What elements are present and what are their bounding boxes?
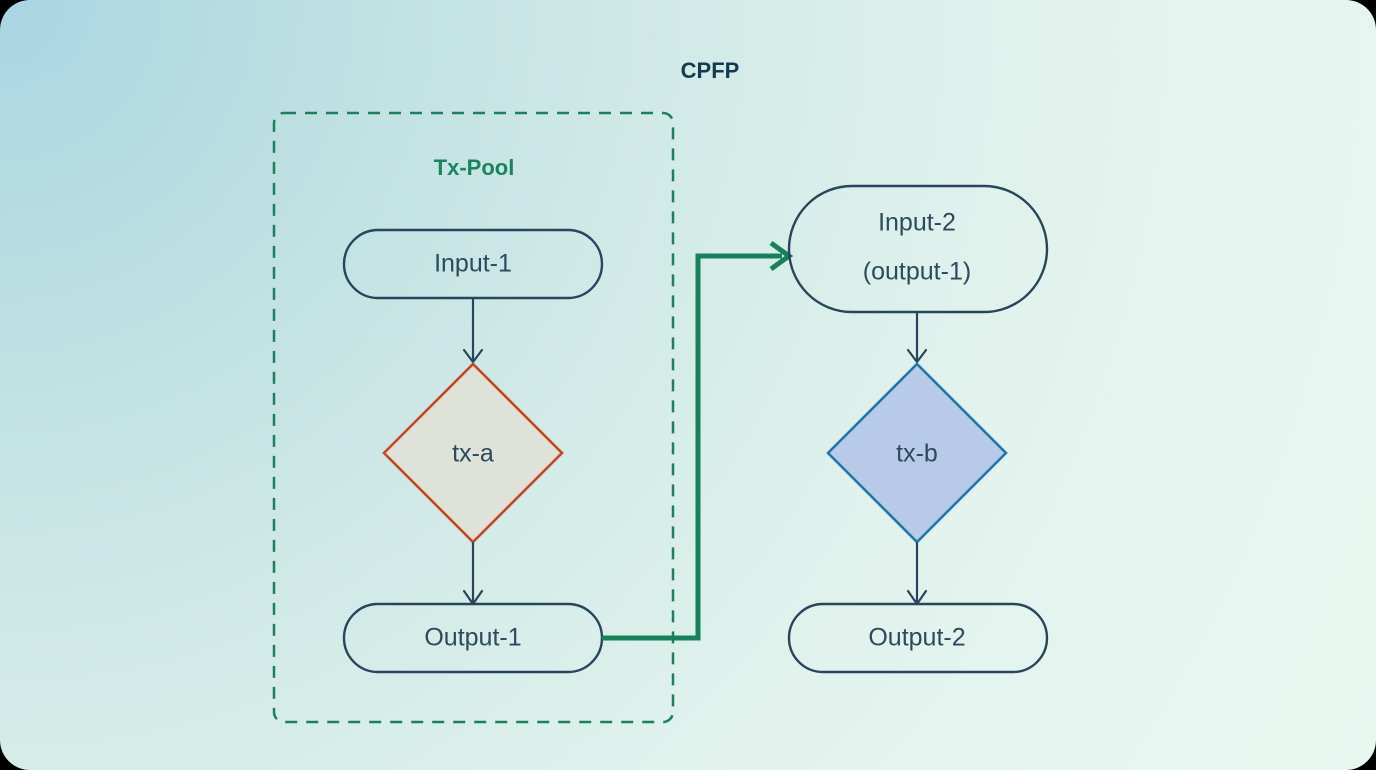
node-input-1-label: Input-1 (434, 250, 512, 278)
node-input-2[interactable] (787, 184, 1049, 314)
node-output-2[interactable] (787, 602, 1049, 674)
node-output-1-label: Output-1 (424, 624, 521, 652)
node-tx-a-label: tx-a (452, 440, 494, 468)
diagram-title: CPFP (681, 58, 740, 83)
node-output-2-label: Output-2 (868, 624, 965, 652)
tx-pool-container (272, 111, 675, 724)
node-input-2-label-line2: (output-1) (863, 258, 971, 286)
arrowhead-input1-to-txa (462, 348, 484, 364)
node-tx-b-label: tx-b (896, 440, 938, 468)
tx-pool-label: Tx-Pool (434, 155, 515, 180)
edge-output1-to-input2 (602, 253, 782, 641)
node-input-2-label-line1: Input-2 (878, 209, 956, 237)
arrowhead-input2-to-txb (906, 348, 928, 364)
